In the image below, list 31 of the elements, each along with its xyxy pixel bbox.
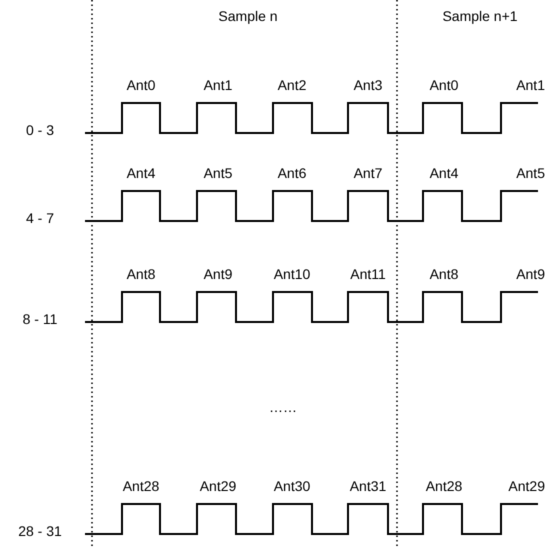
antenna-label: Ant3 bbox=[354, 78, 382, 92]
antenna-label: Ant0 bbox=[430, 78, 458, 92]
antenna-label: Ant5 bbox=[204, 166, 232, 180]
antenna-label: Ant6 bbox=[278, 166, 306, 180]
column-header: Sample n bbox=[218, 9, 278, 23]
antenna-label: Ant29 bbox=[508, 479, 545, 493]
antenna-label: Ant8 bbox=[126, 267, 156, 281]
row-label: 8 - 11 bbox=[22, 312, 58, 326]
antenna-label: Ant10 bbox=[274, 267, 310, 281]
antenna-label: Ant4 bbox=[126, 166, 156, 180]
row-label: 28 - 31 bbox=[18, 524, 62, 538]
row-label: 4 - 7 bbox=[26, 211, 54, 225]
antenna-label: Ant11 bbox=[350, 267, 386, 281]
antenna-label: Ant1 bbox=[204, 78, 232, 92]
antenna-label: Ant28 bbox=[426, 479, 462, 493]
antenna-label: Ant1 bbox=[516, 78, 545, 92]
antenna-label: Ant9 bbox=[204, 267, 232, 281]
antenna-label: Ant8 bbox=[430, 267, 458, 281]
antenna-label: Ant7 bbox=[354, 166, 382, 180]
antenna-label: Ant9 bbox=[516, 267, 545, 281]
antenna-label: Ant31 bbox=[350, 479, 386, 493]
antenna-label: Ant5 bbox=[516, 166, 545, 180]
antenna-label: Ant29 bbox=[200, 479, 236, 493]
antenna-label: Ant0 bbox=[126, 78, 156, 92]
ellipsis-text: …… bbox=[269, 400, 297, 414]
antenna-label: Ant28 bbox=[122, 479, 160, 493]
antenna-label: Ant30 bbox=[274, 479, 310, 493]
antenna-label: Ant4 bbox=[430, 166, 458, 180]
row-label: 0 - 3 bbox=[26, 123, 54, 137]
antenna-label: Ant2 bbox=[278, 78, 306, 92]
column-header: Sample n+1 bbox=[442, 9, 518, 23]
